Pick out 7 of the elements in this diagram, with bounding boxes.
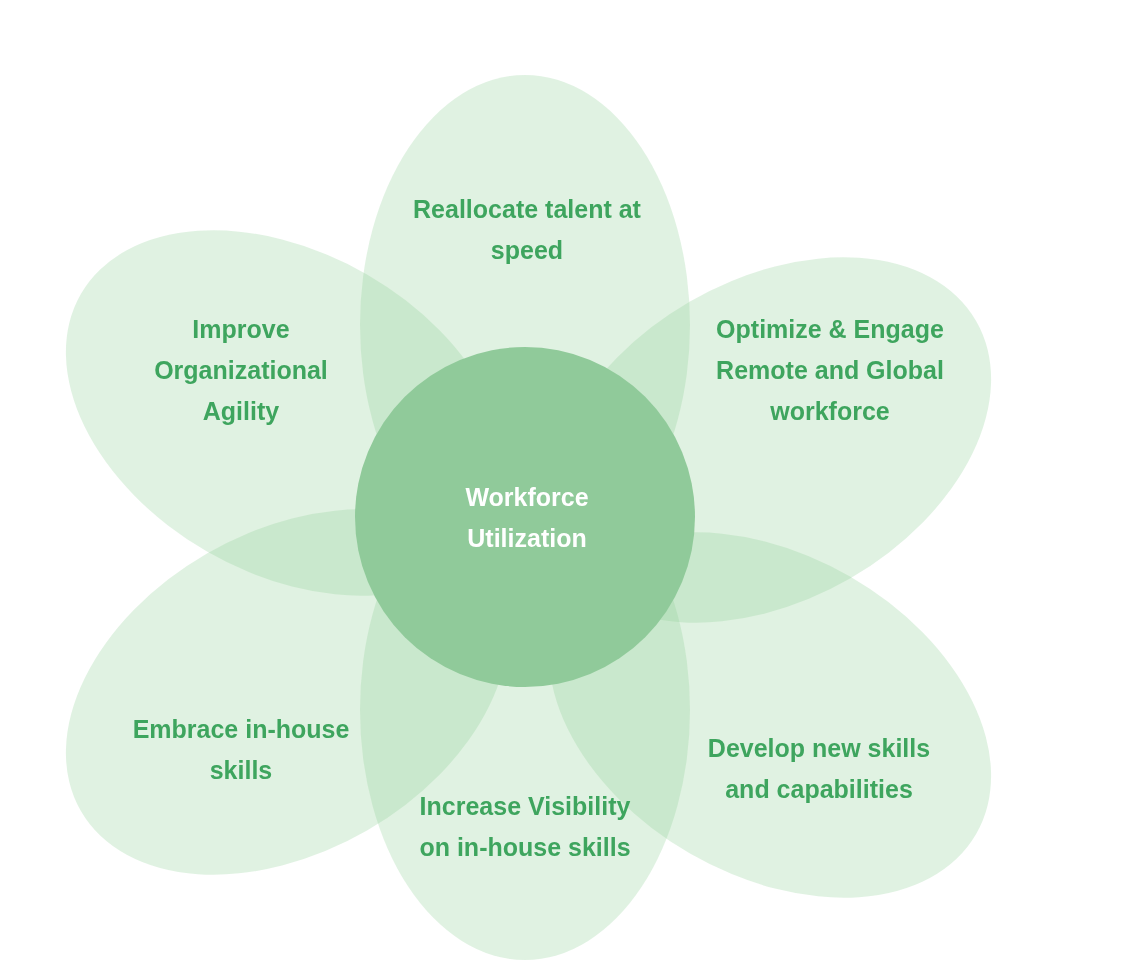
petal-label: Optimize & Engage Remote and Global workforce <box>715 313 945 427</box>
petal-label: Embrace in-house skills <box>131 714 351 786</box>
petal-label: Improve Organizational Agility <box>153 313 329 427</box>
center-label: Workforce Utilization <box>464 482 590 554</box>
petal-label: Increase Visibility on in-house skills <box>418 791 632 863</box>
petal-label: Reallocate talent at speed <box>412 194 642 266</box>
petal-label: Develop new skills and capabilities <box>706 733 932 805</box>
